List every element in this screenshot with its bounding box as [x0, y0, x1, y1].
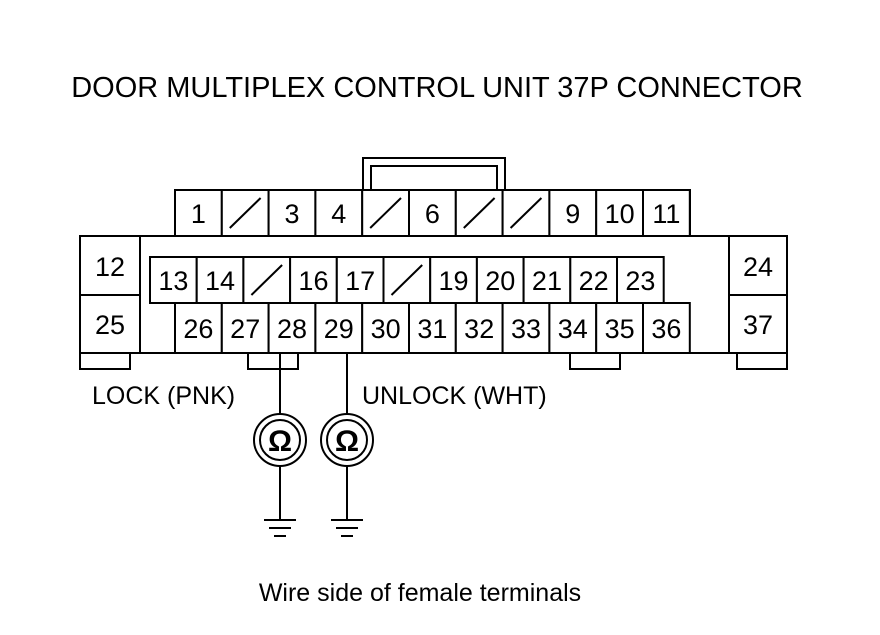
terminal-cell: [314, 189, 364, 237]
terminal-number-23: 23: [625, 266, 655, 296]
terminal-cell: [548, 302, 598, 354]
terminal-number-17: 17: [345, 266, 375, 296]
lock-probe-label: LOCK (PNK): [92, 382, 235, 410]
terminal-number-9: 9: [565, 199, 580, 229]
terminal-number-1: 1: [191, 199, 206, 229]
terminal-number-4: 4: [331, 199, 346, 229]
terminal-cell: [174, 302, 223, 354]
unlock-ohm-symbol: Ω: [335, 425, 359, 458]
terminal-number-22: 22: [579, 266, 609, 296]
terminal-cell: [149, 256, 198, 304]
terminal-number-3: 3: [284, 199, 299, 229]
terminal-cell: [408, 302, 457, 354]
terminal-number-36: 36: [651, 314, 681, 344]
side-right-terminal-24: 24: [743, 252, 773, 282]
terminal-number-27: 27: [230, 314, 260, 344]
unused-terminal-slash: [463, 197, 496, 229]
foot-left: [79, 352, 131, 370]
terminal-number-29: 29: [324, 314, 354, 344]
terminal-number-19: 19: [439, 266, 469, 296]
terminal-number-34: 34: [558, 314, 588, 344]
foot-right: [736, 352, 788, 370]
terminal-number-6: 6: [425, 199, 440, 229]
terminal-number-32: 32: [464, 314, 494, 344]
terminal-number-20: 20: [485, 266, 515, 296]
unused-terminal-slash: [509, 197, 543, 229]
unused-terminal-slash: [250, 264, 283, 296]
terminal-row-1: 1 3 4 6 9 10 11: [174, 189, 691, 237]
lock-ohmmeter-inner: [259, 419, 301, 461]
terminal-number-33: 33: [511, 314, 541, 344]
terminal-number-14: 14: [205, 266, 235, 296]
foot-center-left: [247, 352, 299, 370]
terminal-cell: [642, 189, 691, 237]
terminal-cell: [595, 189, 645, 237]
terminal-cell: [616, 256, 665, 304]
terminal-cell: [548, 189, 598, 237]
terminal-number-21: 21: [532, 266, 562, 296]
terminal-cell: [454, 302, 504, 354]
terminal-cell: [267, 302, 317, 354]
terminal-number-31: 31: [417, 314, 447, 344]
terminal-cell: [522, 256, 572, 304]
locking-tab-inner: [370, 165, 498, 191]
terminal-number-35: 35: [605, 314, 635, 344]
terminal-cell: [642, 302, 691, 354]
terminal-number-11: 11: [652, 199, 680, 229]
side-right-terminal-37: 37: [743, 310, 773, 340]
unused-terminal-slash: [229, 197, 262, 229]
terminal-number-26: 26: [183, 314, 213, 344]
terminal-row-2: 13 14 16 17 19 20 21 22 23: [149, 256, 665, 304]
terminal-cell: [569, 256, 618, 304]
terminal-cell: [267, 189, 317, 237]
unused-terminal-slash: [369, 197, 402, 229]
terminal-number-30: 30: [371, 314, 401, 344]
lock-ohm-symbol: Ω: [268, 425, 292, 458]
unlock-ohmmeter-inner: [326, 419, 368, 461]
terminal-cell: [429, 256, 478, 304]
side-left-terminal-25: 25: [95, 310, 125, 340]
unlock-probe-label: UNLOCK (WHT): [362, 382, 547, 410]
diagram-title: DOOR MULTIPLEX CONTROL UNIT 37P CONNECTO…: [71, 72, 803, 104]
terminal-number-13: 13: [158, 266, 188, 296]
terminal-cell: [501, 302, 551, 354]
terminal-cell: [501, 189, 551, 237]
terminal-cell: [314, 302, 364, 354]
terminal-number-10: 10: [605, 199, 635, 229]
terminal-number-28: 28: [277, 314, 307, 344]
foot-center-right: [569, 352, 621, 370]
terminal-row-3: 26 27 28 29 30 31 32 33 34 35 36: [174, 302, 691, 354]
unused-terminal-slash: [390, 264, 423, 296]
diagram-caption: Wire side of female terminals: [259, 579, 581, 607]
side-left-terminal-12: 12: [95, 252, 125, 282]
terminal-number-16: 16: [298, 266, 328, 296]
